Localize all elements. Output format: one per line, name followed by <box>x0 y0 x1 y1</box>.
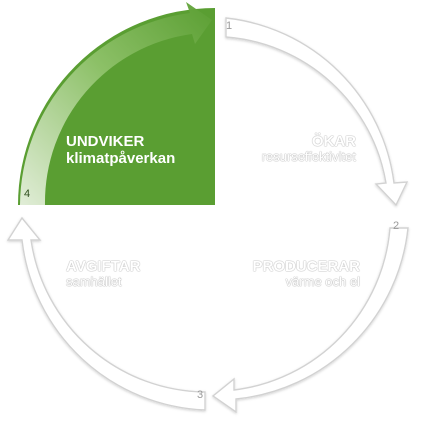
step-2-title: PRODUCERAR <box>252 258 360 275</box>
step-4-number: 4 <box>24 188 31 200</box>
step-2-number: 2 <box>393 220 400 232</box>
step-2-subtitle: värme och el <box>285 274 360 290</box>
arrow-3-to-4 <box>6 216 206 411</box>
step-1-subtitle: resurseffektivitet <box>261 149 356 165</box>
arrow-1-to-2 <box>225 17 409 207</box>
step-1-number: 1 <box>226 20 233 32</box>
step-3-title: AVGIFTAR <box>66 258 141 275</box>
step-1-title: ÖKAR <box>311 133 356 150</box>
arrow-4-to-1 <box>20 2 212 205</box>
arrow-2-to-3 <box>211 227 409 414</box>
step-2-label: PRODUCERAR värme och el <box>252 258 360 290</box>
step-3-subtitle: samhället <box>66 274 122 290</box>
step-4-title: UNDVIKER <box>66 133 145 150</box>
step-3-label: AVGIFTAR samhället <box>66 258 140 290</box>
step-4-label: UNDVIKER klimatpåverkan <box>66 133 175 168</box>
highlight-quadrant <box>18 8 215 205</box>
step-3-number: 3 <box>197 389 204 401</box>
step-1-label: ÖKAR resurseffektivitet <box>262 133 356 165</box>
step-4-subtitle: klimatpåverkan <box>66 150 176 168</box>
